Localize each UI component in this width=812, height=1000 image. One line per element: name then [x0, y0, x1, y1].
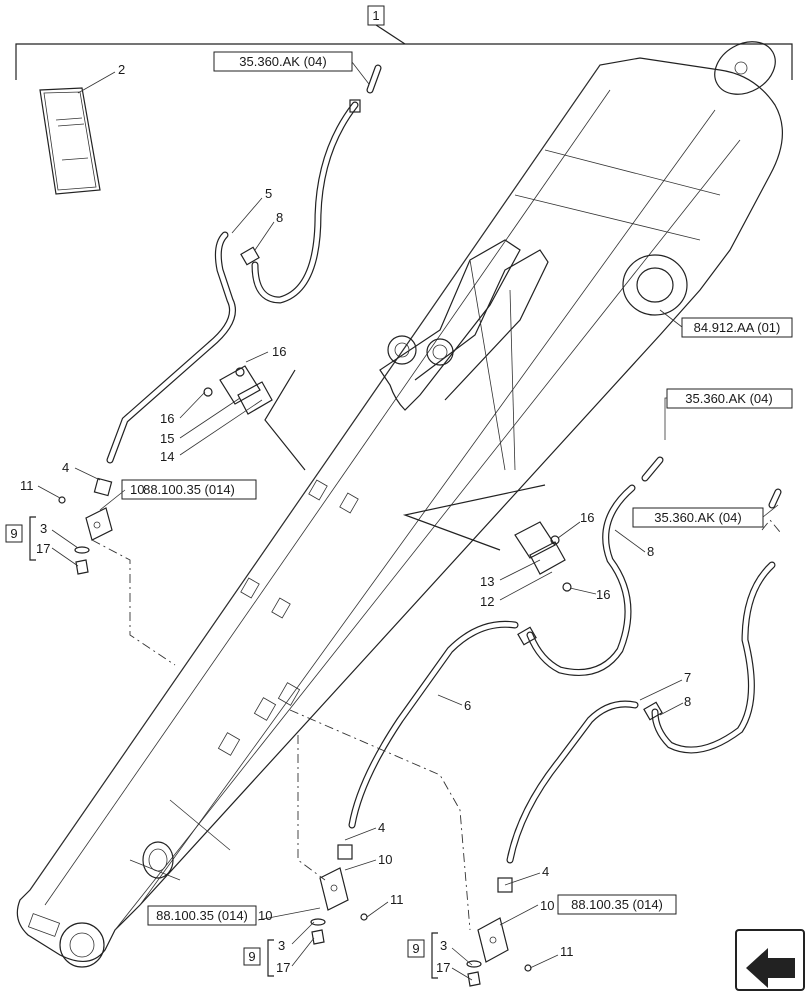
callout-6: 6	[464, 698, 471, 713]
callout-10: 10	[378, 852, 392, 867]
manual-book-icon	[39, 87, 101, 195]
callout-8: 8	[276, 210, 283, 225]
callout-8: 8	[647, 544, 654, 559]
kit-lower-mid: 9	[243, 939, 274, 977]
callout-7: 7	[684, 670, 691, 685]
callout-16: 16	[596, 587, 610, 602]
assembly-number: 1	[372, 8, 379, 23]
block-upper	[58, 496, 113, 575]
center-lines	[91, 519, 781, 931]
fittings	[93, 99, 663, 893]
ref-block-upper: 88.100.35 (014)	[121, 479, 257, 500]
callout-4: 4	[542, 864, 549, 879]
ref-right-upper: 35.360.AK (04)	[664, 388, 793, 440]
block-mid	[310, 867, 368, 945]
arrow-left-icon[interactable]	[735, 929, 805, 991]
hose-upper	[251, 64, 382, 304]
tube-right-7	[506, 700, 639, 864]
leader-lines	[37, 197, 684, 981]
clamp-mid	[402, 484, 572, 592]
callout-16: 16	[580, 510, 594, 525]
hose-right-lower-8	[651, 488, 782, 754]
ref-block-lower-right: 88.100.35 (014)	[557, 894, 677, 915]
svg-text:88.100.35 (014): 88.100.35 (014)	[571, 897, 663, 912]
callout-11: 11	[390, 892, 404, 907]
svg-text:9: 9	[412, 941, 419, 956]
callout-8: 8	[684, 694, 691, 709]
clamp-upper	[203, 365, 306, 471]
callout-3: 3	[278, 938, 285, 953]
callout-11: 11	[20, 478, 34, 493]
boom-arm	[16, 41, 784, 968]
callout-10: 10	[540, 898, 554, 913]
callout-17: 17	[436, 960, 450, 975]
callout-17: 17	[276, 960, 290, 975]
callout-11: 11	[560, 944, 574, 959]
callouts: 5 8 16 16 15 14 4 10 11 3 17 16 13 12 16…	[20, 186, 691, 975]
svg-text:35.360.AK (04): 35.360.AK (04)	[654, 510, 741, 525]
callout-3: 3	[40, 521, 47, 536]
svg-text:9: 9	[10, 526, 17, 541]
callout-10: 10	[130, 482, 144, 497]
callout-17: 17	[36, 541, 50, 556]
callout-4: 4	[62, 460, 69, 475]
tube-upper-5	[106, 231, 236, 464]
svg-text:88.100.35 (014): 88.100.35 (014)	[156, 908, 248, 923]
callout-12: 12	[480, 594, 494, 609]
block-right	[466, 917, 532, 987]
kit-lower-right: 9	[407, 932, 438, 979]
ref-top-left: 35.360.AK (04)	[213, 51, 373, 89]
callout-15: 15	[160, 431, 174, 446]
ref-right-mid: 35.360.AK (04)	[632, 504, 779, 528]
svg-text:9: 9	[248, 949, 255, 964]
svg-text:35.360.AK (04): 35.360.AK (04)	[685, 391, 772, 406]
callout-4: 4	[378, 820, 385, 835]
callout-16: 16	[272, 344, 286, 359]
kit-upper: 9	[5, 516, 36, 561]
callout-5: 5	[265, 186, 272, 201]
assembly-bracket: 1	[15, 5, 793, 80]
callout-13: 13	[480, 574, 494, 589]
hose-right-upper-8	[526, 456, 664, 676]
ref-boom-pin: 84.912.AA (01)	[659, 309, 793, 338]
svg-text:88.100.35 (014): 88.100.35 (014)	[143, 482, 235, 497]
callout-2: 2	[118, 62, 125, 77]
ref-block-lower-mid: 88.100.35 (014)	[147, 905, 257, 926]
callout-3: 3	[440, 938, 447, 953]
callout-16: 16	[160, 411, 174, 426]
svg-text:35.360.AK (04): 35.360.AK (04)	[239, 54, 326, 69]
callout-14: 14	[160, 449, 174, 464]
tube-mid-6	[348, 620, 519, 829]
callout-10: 10	[258, 908, 272, 923]
svg-text:84.912.AA (01): 84.912.AA (01)	[694, 320, 781, 335]
